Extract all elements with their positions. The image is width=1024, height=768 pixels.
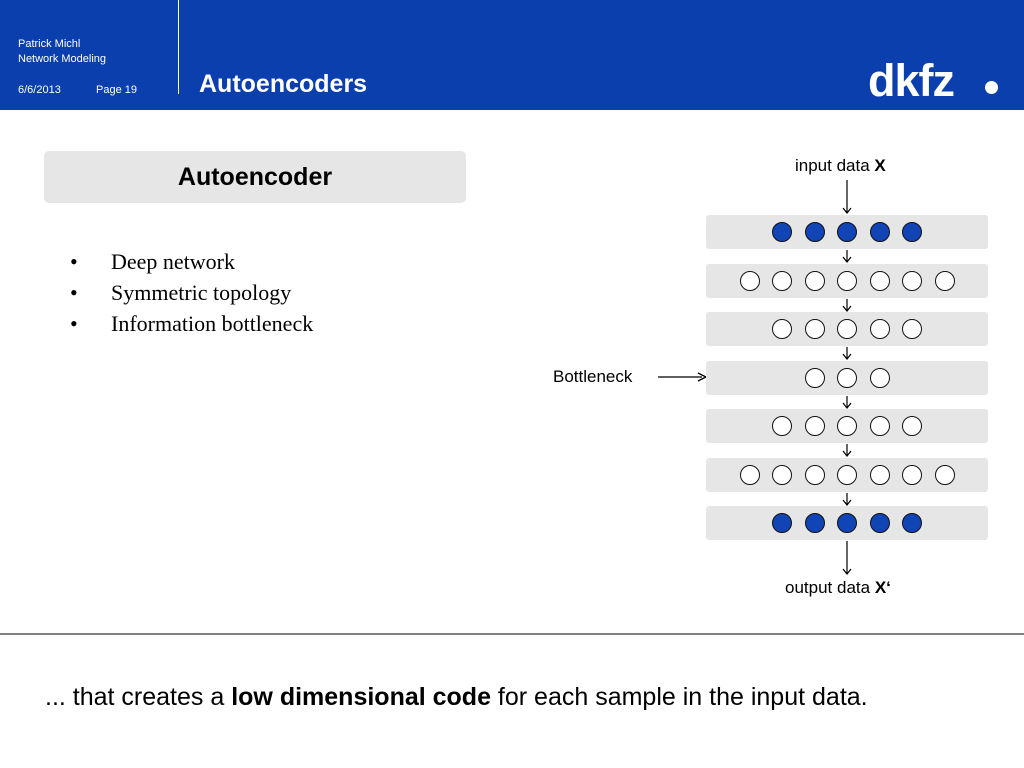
data-node-filled: [772, 222, 792, 242]
hidden-node: [837, 319, 857, 339]
data-node-filled: [869, 222, 890, 242]
hidden-node: [804, 270, 825, 291]
hidden-node: [869, 464, 890, 485]
footer-separator: [0, 633, 1024, 635]
hidden-node: [772, 270, 792, 291]
section-heading-box: Autoencoder: [44, 151, 466, 203]
hidden-node: [869, 270, 890, 291]
output-label-text: output data: [785, 578, 875, 597]
down-arrow-icon: [840, 492, 854, 511]
hidden-node: [869, 416, 890, 436]
bullet-item: Deep network: [70, 246, 313, 277]
input-symbol: X: [874, 156, 886, 175]
hidden-node: [869, 319, 890, 339]
down-arrow-icon: [840, 444, 854, 462]
output-arrow-icon: [840, 541, 854, 580]
bullet-item: Symmetric topology: [70, 277, 313, 308]
hidden-node: [804, 319, 825, 339]
hidden-node: [902, 270, 922, 291]
footer-emphasis: low dimensional code: [231, 683, 491, 711]
hidden-node: [837, 464, 857, 485]
data-node-filled: [804, 222, 825, 242]
data-node-filled: [837, 222, 857, 242]
down-arrow-icon: [840, 395, 854, 414]
hidden-node: [934, 270, 955, 291]
hidden-node: [902, 416, 922, 436]
logo-dot-icon: [985, 81, 998, 94]
presentation-topic: Network Modeling: [18, 53, 107, 65]
data-node-filled: [902, 513, 922, 533]
data-node-filled: [902, 222, 922, 242]
output-data-label: output data X‘: [785, 578, 891, 598]
slide-title: Autoencoders: [199, 70, 368, 98]
data-node-filled: [837, 513, 857, 533]
header-divider: [178, 0, 179, 94]
hidden-node: [772, 416, 792, 436]
down-arrow-icon: [840, 298, 854, 317]
slide-date: 6/6/2013: [18, 84, 61, 96]
hidden-node: [804, 367, 825, 388]
down-arrow-icon: [840, 250, 854, 268]
output-symbol: X‘: [874, 578, 891, 597]
page-number: Page 19: [96, 84, 137, 96]
hidden-node: [837, 416, 857, 436]
author-name: Patrick Michl: [18, 38, 81, 50]
hidden-node: [837, 270, 857, 291]
input-label-text: input data: [795, 156, 875, 175]
data-node-filled: [772, 513, 792, 533]
hidden-node: [902, 319, 922, 339]
hidden-node: [739, 270, 760, 291]
data-node-filled: [869, 513, 890, 533]
footer-prefix: ... that creates a: [45, 683, 232, 711]
input-data-label: input data X: [795, 156, 886, 176]
hidden-node: [869, 367, 890, 388]
hidden-node: [772, 464, 792, 485]
hidden-node: [837, 367, 857, 388]
bottleneck-label: Bottleneck: [553, 367, 633, 386]
input-arrow-icon: [840, 180, 854, 219]
hidden-node: [934, 464, 955, 485]
down-arrow-icon: [840, 347, 854, 365]
bottleneck-arrow-icon: [658, 372, 708, 382]
hidden-node: [804, 416, 825, 436]
bullet-item: Information bottleneck: [70, 308, 313, 339]
hidden-node: [902, 464, 922, 485]
footer-caption: ... that creates a low dimensional code …: [45, 683, 868, 712]
slide-header: Patrick Michl Network Modeling 6/6/2013 …: [0, 0, 1024, 110]
hidden-node: [739, 464, 760, 485]
footer-suffix: for each sample in the input data.: [490, 683, 868, 711]
bullet-list: Deep network Symmetric topology Informat…: [70, 246, 313, 339]
hidden-node: [772, 319, 792, 339]
dkfz-logo: dkfz: [868, 55, 955, 106]
hidden-node: [804, 464, 825, 485]
data-node-filled: [804, 513, 825, 533]
